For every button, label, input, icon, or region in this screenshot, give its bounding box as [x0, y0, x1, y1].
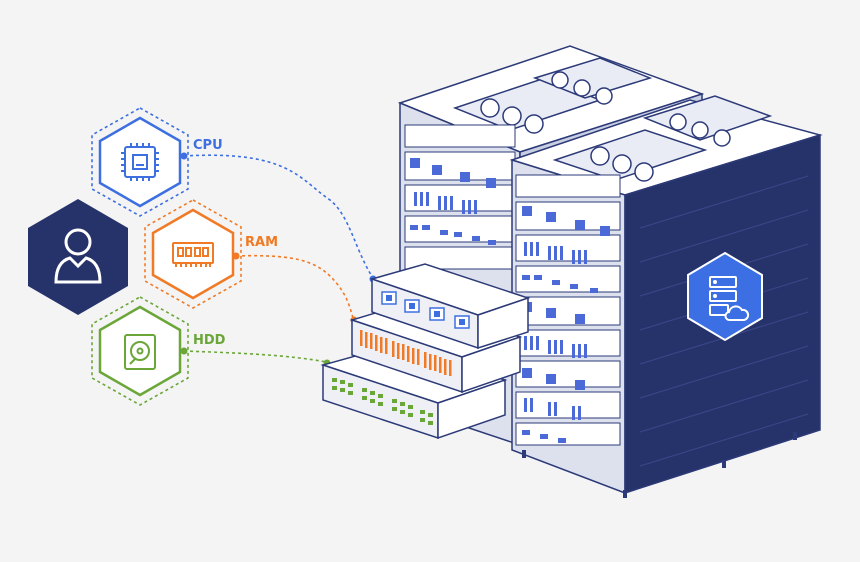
cpu-chip-icon — [121, 143, 159, 181]
back-fans — [480, 71, 613, 134]
hard-disk-icon — [124, 334, 156, 370]
ram-module-icon — [172, 242, 214, 267]
front-fans — [590, 113, 731, 182]
ram-connector-dot — [232, 252, 240, 260]
hdd-connector-dot — [180, 347, 188, 355]
ram-label: RAM — [245, 235, 278, 250]
back-rack-units — [404, 124, 516, 270]
front-rack-units — [515, 174, 621, 446]
ram-hexagon — [144, 199, 242, 309]
cpu-hexagon — [91, 107, 189, 217]
hdd-label: HDD — [193, 333, 226, 348]
server-rack-front — [509, 95, 823, 495]
hdd-hexagon — [91, 296, 189, 406]
hdd-unit-bays — [332, 378, 433, 425]
ram-unit-slots — [360, 330, 452, 376]
cpu-server-unit — [369, 263, 531, 350]
cloud-server-icon — [709, 276, 750, 321]
user-hexagon — [28, 199, 128, 315]
hdd-connector — [183, 350, 327, 363]
user-icon — [54, 228, 102, 284]
cpu-connector — [183, 154, 374, 279]
cpu-connector-dot — [180, 152, 188, 160]
connector-lines — [183, 154, 374, 363]
cpu-label: CPU — [193, 138, 223, 153]
cloud-server-badge — [687, 251, 763, 342]
back-rack-ports — [410, 158, 496, 245]
